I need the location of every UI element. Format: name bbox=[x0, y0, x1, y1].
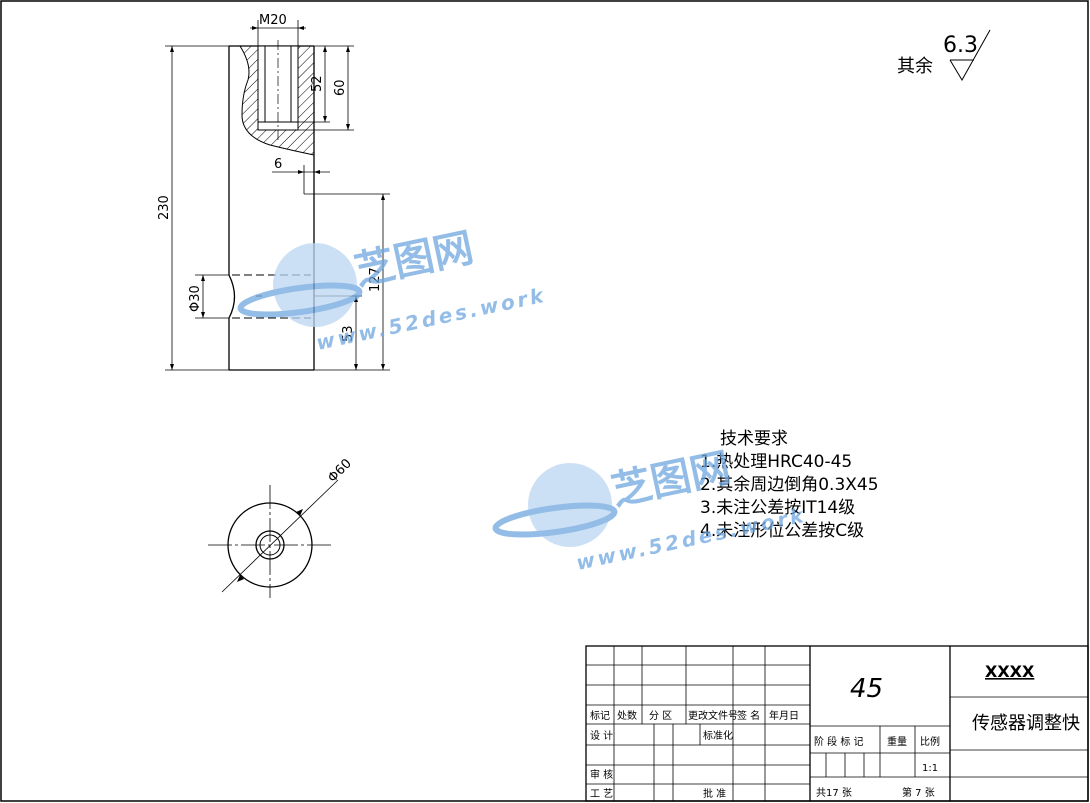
front-dimension-labels: M20 52 60 230 6 127 Φ30 53 bbox=[157, 13, 383, 342]
dim-phi60: Φ60 bbox=[325, 456, 355, 486]
tb-sign: 签 名 bbox=[737, 709, 760, 722]
front-dimensions bbox=[165, 20, 390, 371]
tb-designer: 设 计 bbox=[590, 729, 613, 742]
dim-230: 230 bbox=[157, 195, 172, 220]
roughness-value: 6.3 bbox=[943, 33, 978, 58]
tb-sheet-no: 第 7 张 bbox=[902, 786, 935, 799]
front-view bbox=[228, 40, 315, 371]
dim-60: 60 bbox=[333, 79, 348, 96]
tech-req-item-1: 1.热处理HRC40-45 bbox=[700, 452, 852, 472]
dim-53: 53 bbox=[341, 325, 356, 342]
tech-req-item-2: 2.其余周边倒角0.3X45 bbox=[700, 475, 879, 495]
tb-standardization: 标准化 bbox=[703, 729, 733, 742]
tb-company: XXXX bbox=[985, 662, 1035, 681]
tb-stage-mark: 阶 段 标 记 bbox=[814, 735, 864, 748]
tb-weight: 重量 bbox=[887, 735, 907, 748]
title-block bbox=[585, 645, 1089, 802]
title-block-text: 标记 处数 分 区 更改文件号 签 名 年月日 设 计 标准化 审 核 工 艺 … bbox=[590, 662, 1080, 800]
tech-req-item-3: 3.未注公差按IT14级 bbox=[700, 498, 855, 518]
tech-req-item-4: 4.未注形位公差按C级 bbox=[700, 521, 864, 541]
tb-approve: 批 准 bbox=[703, 787, 726, 800]
roughness-symbol: 其余 6.3 bbox=[897, 29, 991, 81]
tb-total-sheets: 共17 张 bbox=[816, 787, 852, 799]
watermark-brand-1: 芝图网 bbox=[351, 225, 478, 295]
tb-part-name: 传感器调整快 bbox=[972, 713, 1080, 734]
tb-zone: 分 区 bbox=[649, 710, 672, 722]
tb-date: 年月日 bbox=[769, 709, 799, 722]
tb-material: 45 bbox=[850, 674, 883, 704]
tb-scale-label: 比例 bbox=[920, 735, 940, 748]
tech-req-title: 技术要求 bbox=[720, 429, 788, 449]
dim-thread: M20 bbox=[259, 13, 287, 28]
tech-requirements: 技术要求 1.热处理HRC40-45 2.其余周边倒角0.3X45 3.未注公差… bbox=[700, 429, 879, 541]
tb-change-doc: 更改文件号 bbox=[688, 709, 738, 722]
watermark-1: 芝图网 www.52des.work bbox=[237, 225, 548, 355]
tb-reviewer: 审 核 bbox=[590, 768, 613, 781]
dim-127: 127 bbox=[368, 267, 383, 292]
tb-count: 处数 bbox=[617, 709, 637, 722]
tb-process: 工 艺 bbox=[590, 788, 613, 800]
top-view bbox=[208, 479, 339, 598]
dim-phi30: Φ30 bbox=[188, 285, 203, 312]
tb-mark: 标记 bbox=[590, 710, 610, 722]
dim-52: 52 bbox=[310, 75, 325, 92]
roughness-label: 其余 bbox=[897, 56, 933, 77]
tb-scale-value: 1:1 bbox=[922, 763, 938, 774]
dim-6: 6 bbox=[274, 157, 282, 172]
